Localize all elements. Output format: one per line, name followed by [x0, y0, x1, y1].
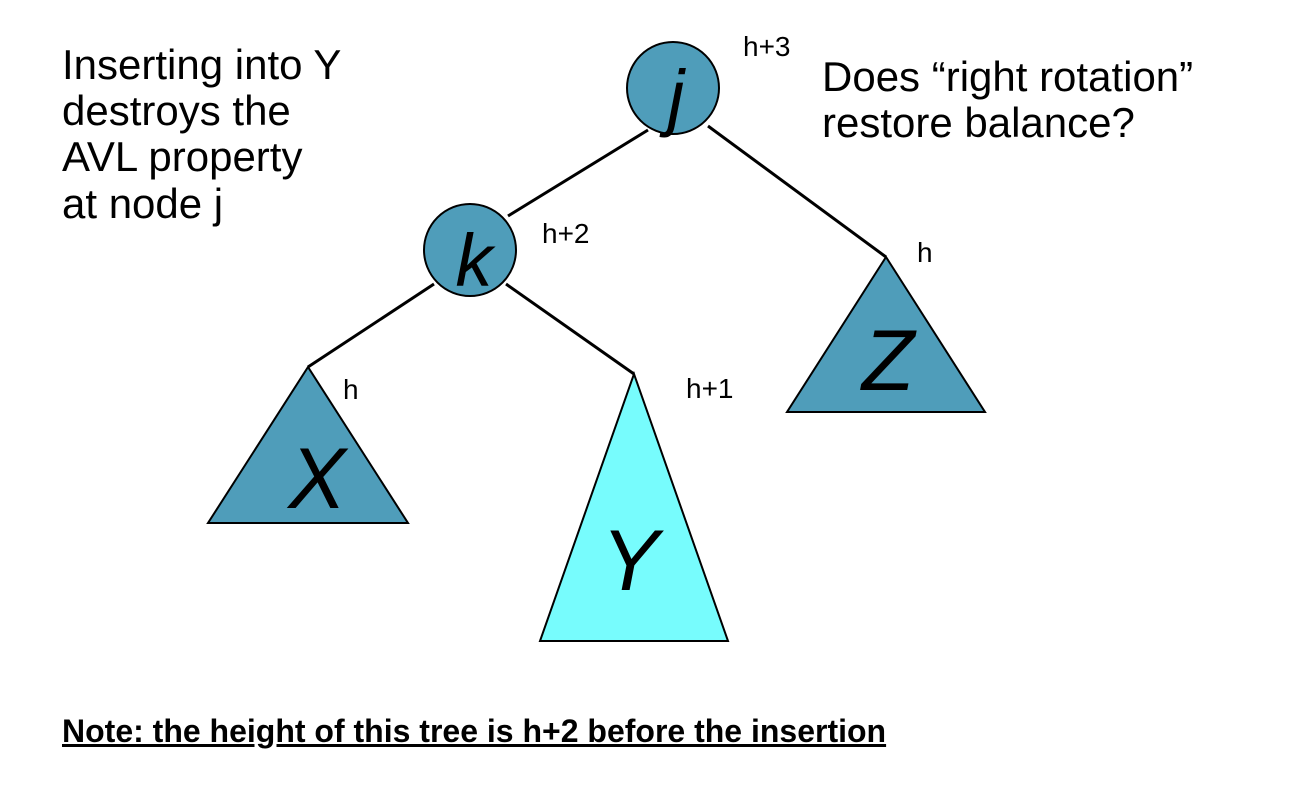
height-label-x: h — [343, 374, 359, 405]
subtree-z-triangle — [785, 255, 987, 413]
subtree-x-triangle — [206, 365, 410, 524]
height-label-z: h — [917, 237, 933, 268]
node-k-label: k — [456, 219, 497, 302]
height-label-k: h+2 — [542, 218, 590, 249]
edge-k-x — [307, 282, 435, 369]
subtree-y-triangle — [538, 370, 730, 642]
subtree-z-label: Z — [860, 313, 917, 409]
height-note: Note: the height of this tree is h+2 bef… — [62, 713, 887, 749]
rotation-question-text: Does “right rotation” restore balance? — [822, 53, 1194, 147]
height-label-j: h+3 — [743, 31, 791, 62]
height-label-y: h+1 — [686, 373, 734, 404]
subtree-x-label: X — [286, 431, 349, 527]
node-j-circle — [626, 41, 720, 135]
subtree-y-label: Y — [601, 513, 664, 609]
edge-k-y — [505, 282, 635, 376]
edge-j-z — [707, 124, 887, 259]
left-explanation-text: Inserting into Y destroys the AVL proper… — [62, 41, 342, 227]
node-k-circle — [423, 203, 517, 297]
edge-j-k — [507, 128, 649, 218]
